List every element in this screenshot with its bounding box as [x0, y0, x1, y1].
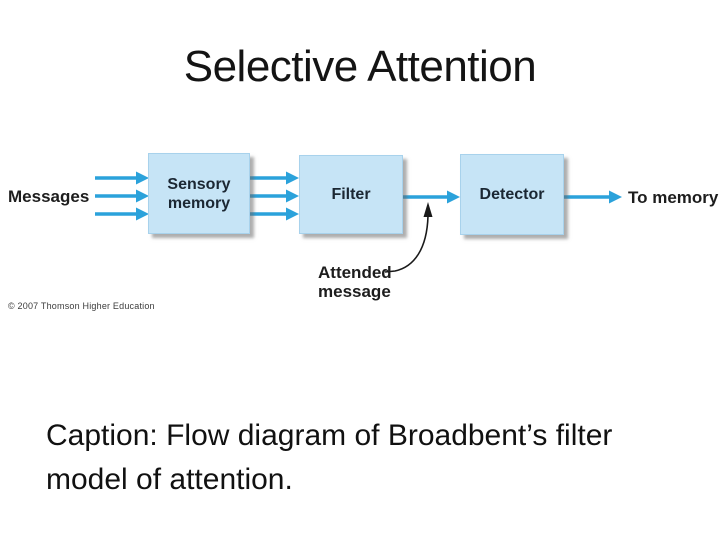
to-memory-label: To memory [628, 188, 719, 207]
input-arrows-group [95, 171, 149, 221]
caption-text: Caption: Flow diagram of Broadbent’s fil… [46, 419, 613, 496]
attended-curve-arrow-head [423, 202, 433, 217]
attended-curve-path [384, 215, 429, 273]
detector-box-label: Detector [479, 186, 545, 203]
sensory-filter-arrow-head [286, 171, 299, 185]
sensory-memory-box-label: Sensory memory [167, 175, 231, 212]
sensory-to-filter-arrows-group [249, 171, 299, 221]
slide-title: Selective Attention [183, 42, 537, 91]
sensory-filter-arrow-head [286, 189, 299, 203]
filter-detector-arrow-head [447, 190, 460, 204]
attended-message-curved-arrow [384, 202, 433, 273]
detector-memory-arrow-head [609, 190, 622, 204]
box-detector: Detector [460, 154, 564, 235]
input-arrow-head [136, 171, 149, 185]
input-arrow-head [136, 189, 149, 203]
detector-to-memory-arrow-group [563, 190, 622, 204]
sensory-filter-arrow-head [286, 207, 299, 221]
filter-box-label: Filter [331, 186, 371, 203]
filter-to-detector-arrow-group [402, 190, 460, 204]
box-sensory-memory: Sensory memory [148, 153, 250, 234]
box-filter: Filter [299, 155, 403, 234]
attended-message-label: Attended message [318, 263, 392, 301]
copyright-text: © 2007 Thomson Higher Education [8, 301, 155, 311]
input-arrow-head [136, 207, 149, 221]
messages-label: Messages [8, 187, 90, 206]
